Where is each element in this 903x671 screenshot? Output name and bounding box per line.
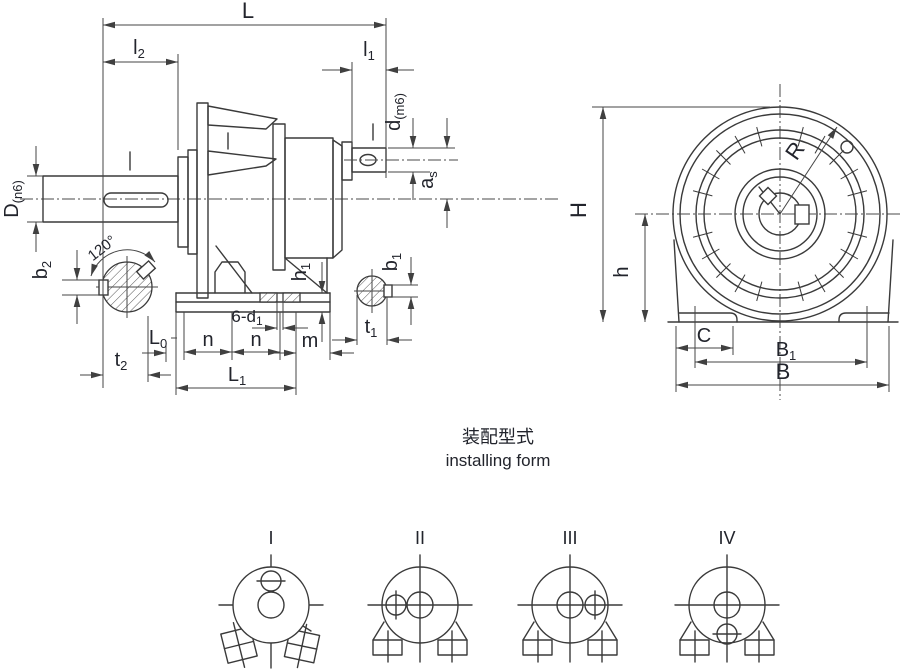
form-output-circle [257,591,285,619]
dim-as-label: as [416,171,440,189]
dim-m-label: m [302,330,319,352]
bolt-pad-hatch [259,292,278,303]
dim-B-label: B [776,359,791,384]
keyway-mark-right [794,204,810,225]
keyway-notch-right [383,284,393,298]
dim-L-label: L [242,0,254,23]
form-brace [679,621,692,641]
flange-plate-2 [187,149,198,255]
form-brace [522,621,535,641]
side-view-dimensions: L l2 l1 d(m6) as D(n6) b2 120° [1,0,455,395]
form-housing-circle [232,566,310,644]
form-output-circle [556,591,584,619]
form-housing-circle [381,566,459,644]
dim-t1-label: t1 [365,316,378,340]
form-III-numeral: III [562,528,577,548]
dim-l1-label: l1 [363,39,375,63]
dim-t2-label: t2 [115,349,128,373]
radius-R-arrow [779,126,838,215]
dim-H-label: H [566,202,591,218]
angle-arc-120 [90,249,156,277]
form-II-numeral: II [415,528,425,548]
dim-h1-label: h1 [289,263,313,281]
flange-bolt-hole [840,140,854,154]
dim-L1-label: L1 [228,364,246,388]
pedestal-rib [214,261,246,294]
output-shaft-section-detail [354,269,393,313]
housing-wall-circle [679,113,881,315]
ring-tick-marks [692,126,868,302]
dim-holes-label: 6-d1 [231,307,263,328]
front-view: R H h C B1 B [566,84,903,400]
form-output-circle [406,591,434,619]
dim-b2-label: b2 [30,261,54,279]
form-I-numeral: I [268,528,273,548]
dim-B1-label: B1 [776,339,797,363]
dim-d-label: d(m6) [383,93,407,131]
dim-C-label: C [697,325,711,347]
installing-form-III: III [517,528,623,663]
input-shaft-keyway [103,192,169,208]
form-housing-circle [688,566,766,644]
flange-plate-1 [177,156,189,248]
back-plate [196,102,209,299]
form-brace [455,621,468,641]
dim-n1-label: n [202,329,213,351]
dim-L0-label: L0 [149,327,167,351]
hub-circle-mid [742,176,818,252]
dim-l2-label: l2 [133,37,145,61]
dim-h-label: h [611,266,633,277]
form-IV-numeral: IV [718,528,735,548]
output-hub [341,141,353,181]
bolt-ring-inner [703,137,857,291]
upper-rib [207,105,278,130]
base-wall-left [673,239,680,323]
foot-pad-left [678,312,738,323]
dim-R-label: R [780,137,810,164]
hub-circle-outer [734,168,826,260]
dim-b1-label: b1 [380,253,404,271]
output-bell [332,139,343,259]
keyway-mark-diagonal [758,186,778,206]
installing-form-II: II [367,528,473,663]
form-I-foot-left [220,621,258,669]
case-body [284,137,334,259]
form-brace [372,621,385,641]
bolt-ring-outer [695,129,865,299]
side-view [20,102,560,330]
installing-form-IV: IV [674,528,780,663]
lower-rib [207,150,277,176]
form-I-foot-right [283,623,321,669]
housing-outer-circle [672,106,888,322]
form-housing-circle [531,566,609,644]
caption-en: installing form [446,451,551,470]
case-front-flange [272,123,286,271]
foot-pad-right [838,312,890,323]
dim-D-label: D(n6) [1,180,25,218]
caption-zh: 装配型式 [462,427,534,447]
base-wall-right [887,239,894,323]
installing-form-I: I [218,528,324,669]
bolt-pad-hatch [282,292,301,303]
dim-n2-label: n [250,329,261,351]
form-output-circle [713,591,741,619]
angle-120-label: 120° [85,232,120,265]
caption: 装配型式 installing form [446,427,551,470]
form-brace [605,621,618,641]
form-brace [762,621,775,641]
skirt-left [215,245,253,294]
